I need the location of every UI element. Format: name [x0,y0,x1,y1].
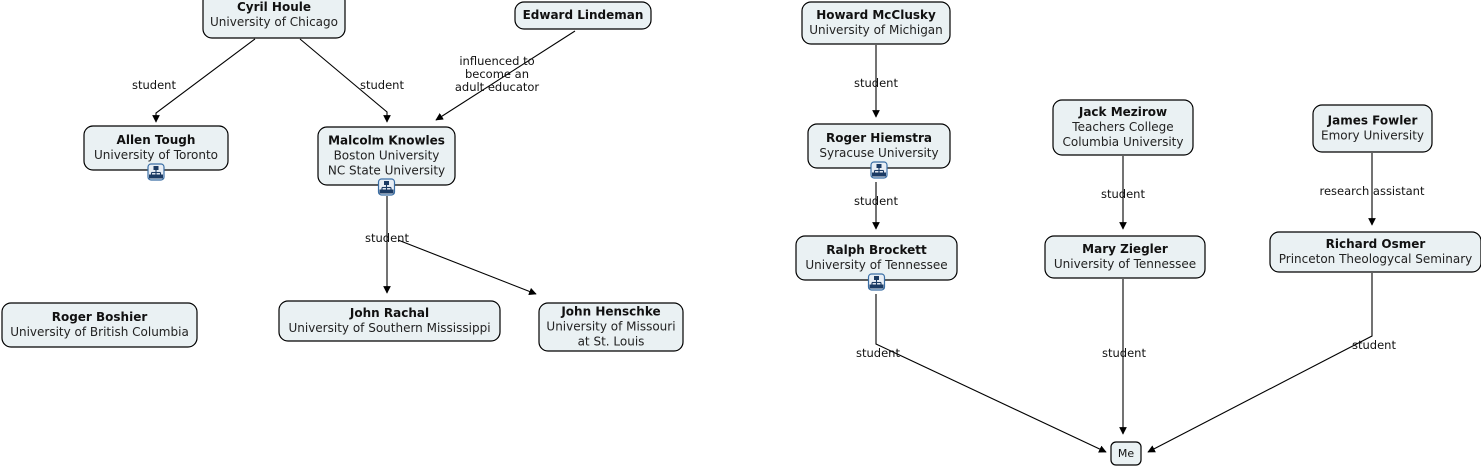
node-affiliation: Emory University [1321,129,1424,143]
node-affiliation: Syracuse University [819,146,938,160]
node-box[interactable] [1044,235,1206,279]
edge-line [299,38,391,123]
node-name: James Fowler [1327,114,1418,128]
edge-knowles-rachal: student [365,196,409,294]
node-box[interactable] [202,0,346,39]
edge-label: student [132,78,176,92]
edge-mezirow-ziegler: student [1101,156,1145,230]
node-box[interactable] [538,302,684,352]
node-name: John Rachal [349,306,429,320]
node-name: Ralph Brockett [826,243,927,257]
node-box[interactable] [278,300,501,342]
edge-mcclusky-hiemstra: student [854,45,898,118]
node-affiliation: University of Tennessee [805,258,947,272]
node-affiliation: Columbia University [1062,135,1183,149]
edge-osmer-me: student [1147,273,1396,453]
edge-label: student [1102,346,1146,360]
node-affiliation: University of British Columbia [10,325,189,339]
node-affiliation: Teachers College [1071,120,1173,134]
edge-line [397,239,537,296]
hierarchy-icon[interactable] [870,161,888,179]
edge-knowles-henschke [397,239,537,296]
edge-label: student [360,78,404,92]
node-box[interactable] [1052,99,1194,156]
edge-label: research assistant [1320,184,1425,198]
node-name: Roger Hiemstra [826,131,932,145]
edge-line [1147,273,1373,453]
node-affiliation: Boston University [334,149,440,163]
node-box[interactable] [1269,231,1481,273]
node-affiliation: Princeton Theologycal Seminary [1279,252,1473,266]
node-name: Mary Ziegler [1082,242,1168,256]
node-affiliation: University of Toronto [94,148,218,162]
node-box[interactable] [1110,441,1142,466]
hierarchy-icon[interactable] [377,178,396,196]
node-box[interactable] [514,1,652,30]
node-affiliation: University of Michigan [809,23,943,37]
edge-label: student [1352,338,1396,352]
node-name: Cyril Houle [237,0,311,14]
node-name: Richard Osmer [1326,237,1426,251]
node-name: Allen Tough [117,133,196,147]
edge-fowler-osmer: research assistant [1320,153,1425,226]
node-affiliation: University of Tennessee [1054,257,1196,271]
node-affiliation: University of Southern Mississippi [288,321,490,335]
hierarchy-icon[interactable] [147,163,165,181]
node-box[interactable] [801,1,951,45]
edge-line [435,30,576,121]
edge-label: student [854,76,898,90]
node-name: John Henschke [560,305,660,319]
edge-label: student [856,346,900,360]
hierarchy-icon[interactable] [867,273,886,291]
node-box[interactable] [1312,104,1433,153]
edge-label: student [1101,187,1145,201]
node-name: Jack Mezirow [1078,105,1167,119]
edge-ziegler-me: student [1102,279,1146,435]
node-name: Edward Lindeman [523,8,644,22]
edge-label: student [854,194,898,208]
node-lindeman[interactable]: Edward Lindeman [514,1,652,30]
node-name: Roger Boshier [52,310,148,324]
edge-hiemstra-brockett: student [854,182,898,230]
edge-brockett-me: student [856,294,1107,453]
node-affiliation: at St. Louis [578,335,645,349]
node-name: Malcolm Knowles [328,134,445,148]
edge-label: student [365,231,409,245]
node-affiliation: University of Chicago [210,15,338,29]
edge-line [875,294,1107,453]
node-name: Howard McClusky [816,8,936,22]
edge-houle-tough: student [132,38,256,123]
node-affiliation: NC State University [328,164,445,178]
edge-line [152,38,256,123]
node-me[interactable]: Me [1110,441,1142,466]
node-label: Me [1118,447,1134,460]
node-affiliation: University of Missouri [546,320,675,334]
node-box[interactable] [1,302,198,348]
edge-houle-knowles: student [299,38,404,123]
